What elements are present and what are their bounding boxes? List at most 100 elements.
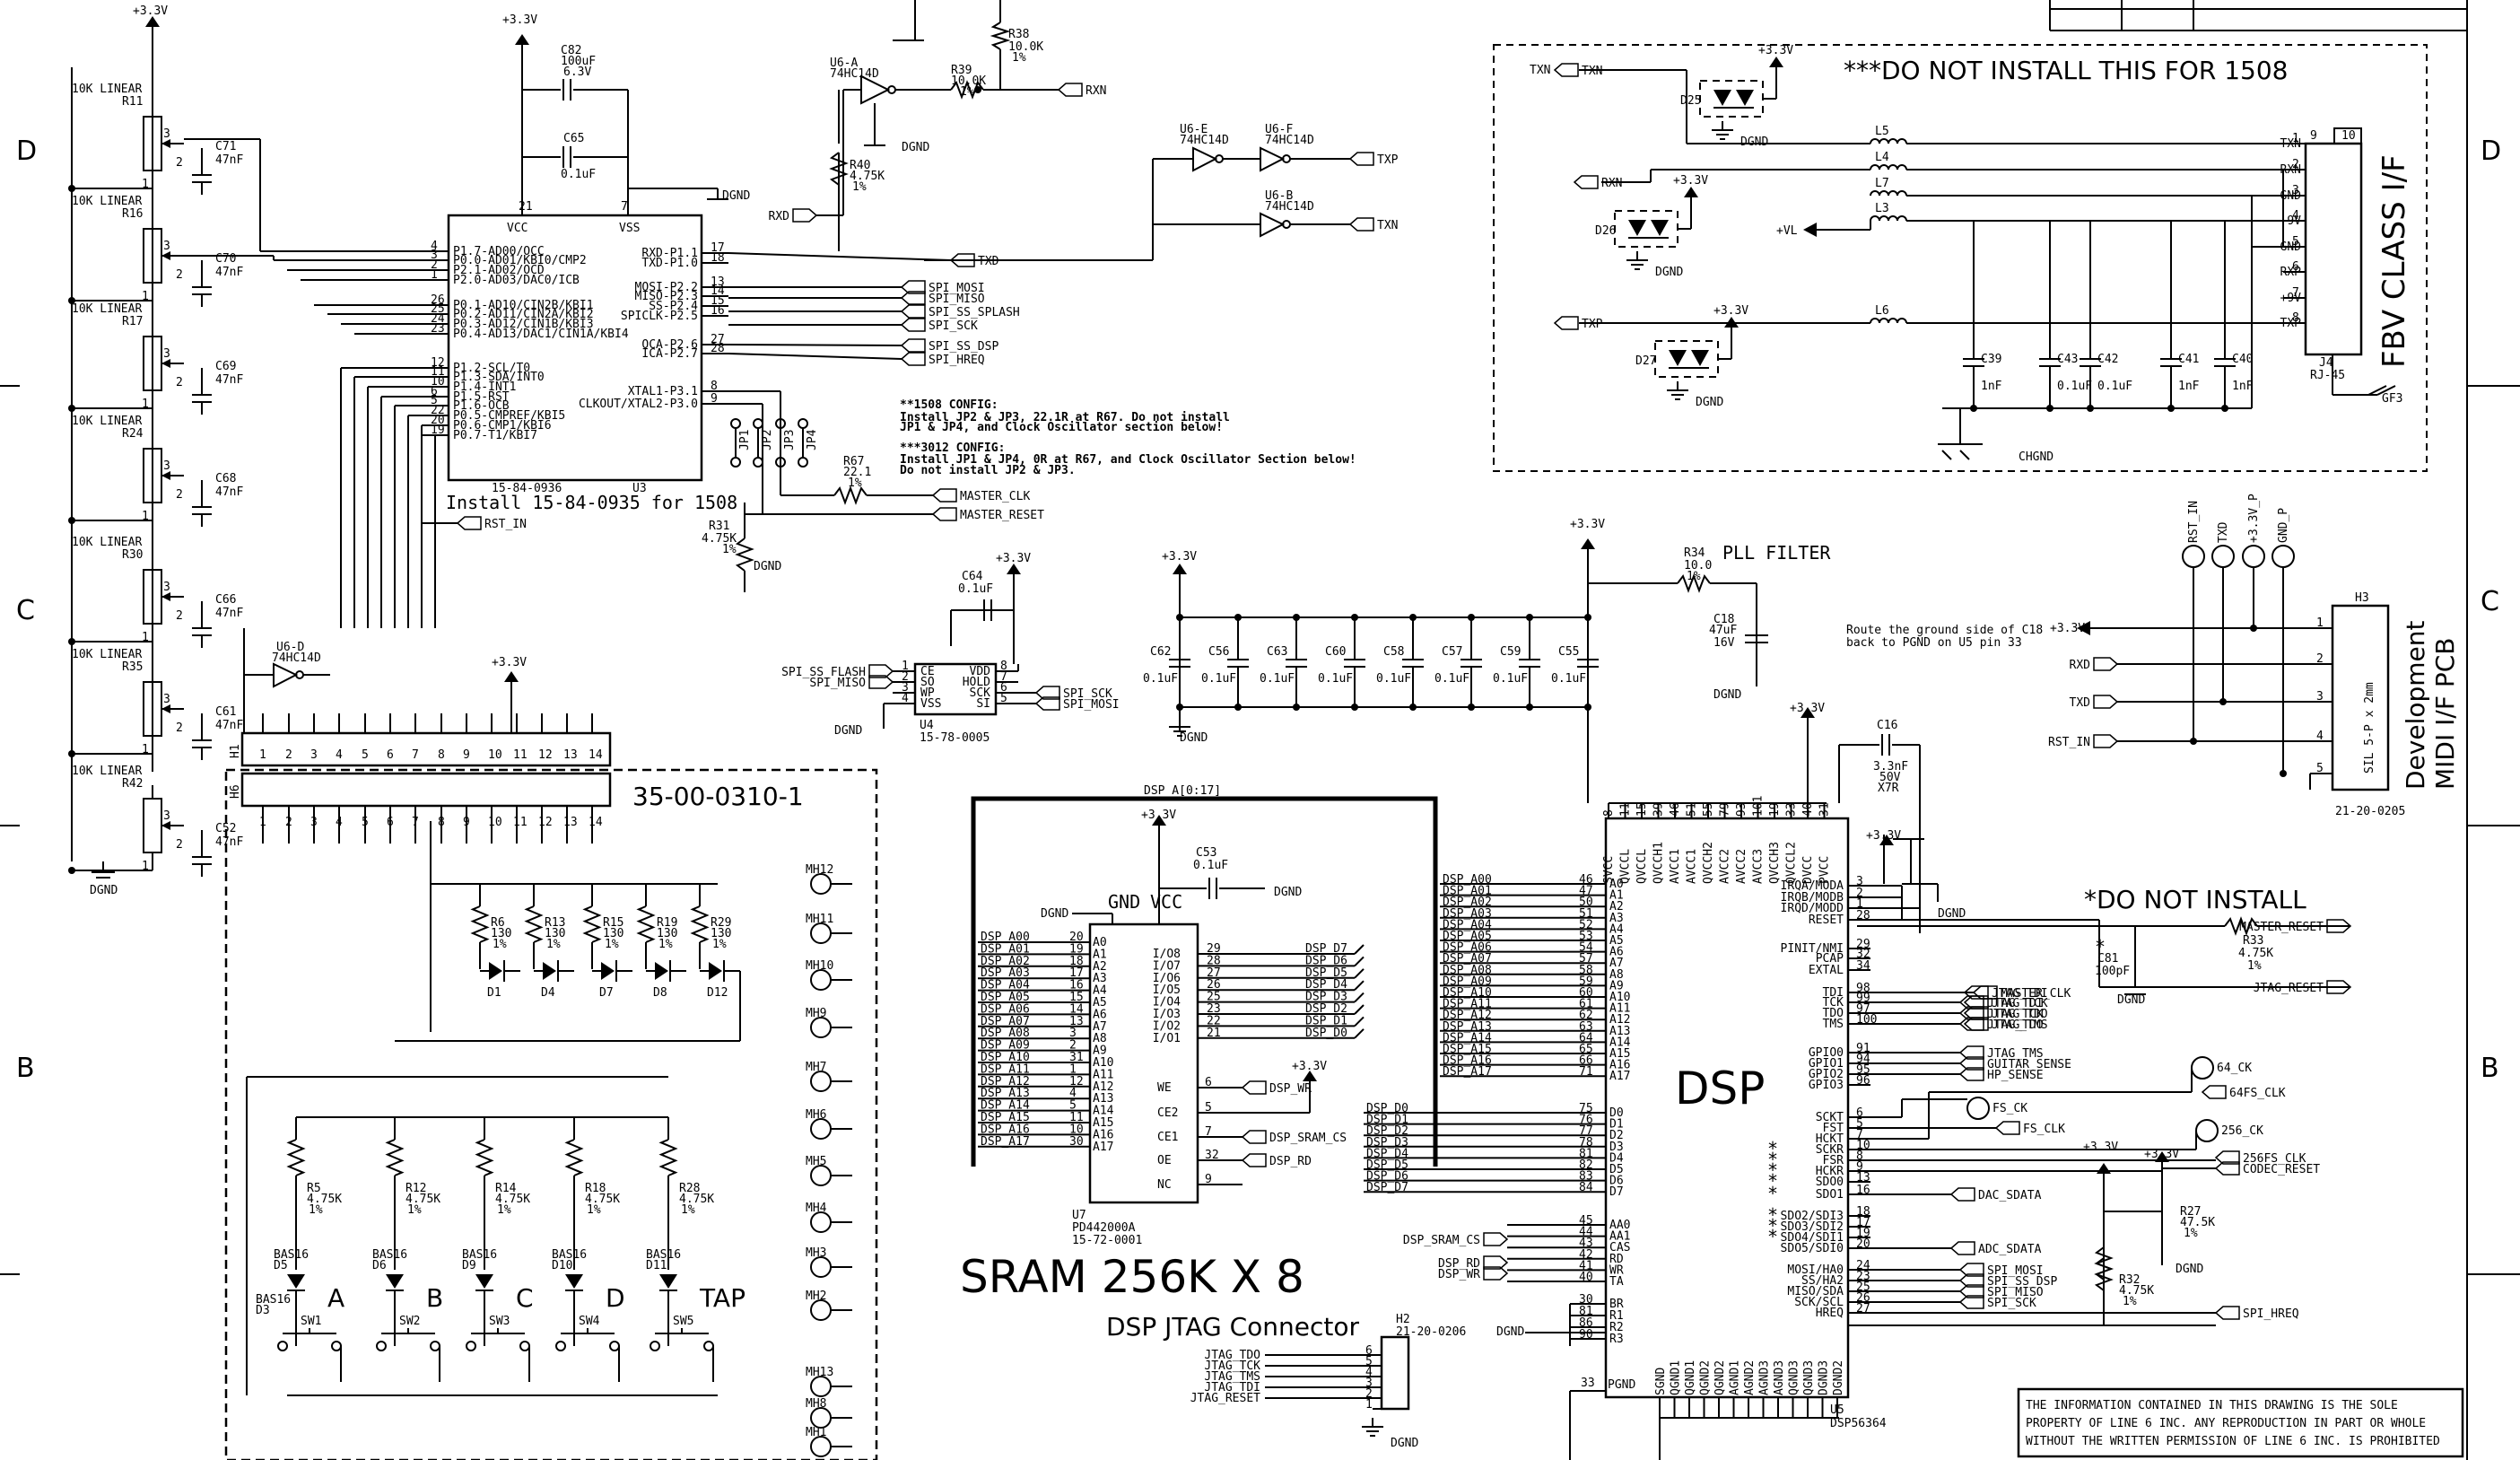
net-flag-icon: [1034, 696, 1060, 711]
wire: [1354, 1028, 1365, 1039]
power-label: +3.3V: [2083, 1141, 2118, 1154]
pin-label: I/O5: [1153, 984, 1181, 997]
pin-number: 1: [142, 631, 149, 644]
pin-label: A11: [1093, 1068, 1113, 1081]
dsp-u5-body: [1604, 817, 1850, 1399]
part-ref: C55: [1558, 645, 1579, 659]
pin-number: 5: [1000, 692, 1007, 705]
net-label: DSP_RD: [1438, 1257, 1480, 1271]
resistor-icon: [636, 905, 656, 943]
pin-number: 4: [902, 692, 909, 705]
pot-type: 10K LINEAR: [72, 195, 142, 208]
net-label: DSP_A15: [981, 1111, 1030, 1124]
ground-label: DGND: [902, 141, 929, 154]
inductor-icon: [1870, 164, 1907, 170]
pot-type: 10K LINEAR: [72, 83, 142, 96]
part-value: 4.75K: [495, 1193, 530, 1206]
asterisk-mark: *: [1767, 1215, 1778, 1237]
pin-label: A1: [1093, 948, 1107, 961]
notice-line: PROPERTY OF LINE 6 INC. ANY REPRODUCTION…: [2026, 1417, 2426, 1430]
inductor-icon: [1870, 190, 1907, 197]
net-label: DSP_A07: [981, 1015, 1030, 1028]
part-value: 21-20-0206: [1396, 1325, 1466, 1339]
junction-dot: [1293, 704, 1300, 711]
part-ref: C60: [1325, 645, 1346, 659]
pin-number: 3: [1365, 1377, 1373, 1390]
ground-label: DGND: [1274, 886, 1302, 899]
net-label: SPI_HREQ: [929, 354, 985, 367]
net-label: JTAG_TCK: [1987, 1008, 2044, 1021]
part-ref: C65: [563, 132, 584, 145]
pin-number: 101: [1752, 796, 1766, 817]
part-value: 3.3nF: [1873, 760, 1908, 774]
net-label: DSP_A11: [1443, 998, 1492, 1011]
part-value: 1nF: [1981, 380, 2002, 393]
pin-label: DGND3: [1818, 1360, 1831, 1395]
pin-number: 10: [431, 375, 445, 389]
net-label: SPI_MOSI: [929, 282, 985, 295]
part-value: 74HC14D: [1180, 134, 1229, 147]
wiper-arrow-icon: [161, 592, 170, 601]
pin-number: 53: [1579, 930, 1593, 943]
part-value: 0.1uF: [561, 168, 596, 181]
pin-label: QVCCL: [1635, 849, 1649, 884]
pin-label: SCK: [970, 686, 991, 700]
pin-label: A11: [1609, 1002, 1630, 1016]
part-value: 130: [711, 927, 731, 940]
pot-type: 10K LINEAR: [72, 302, 142, 316]
pin-label: TDI: [1823, 986, 1844, 1000]
power-arrow-icon: [1724, 317, 1739, 328]
part-ref: R19: [657, 916, 677, 930]
asterisk-mark: *: [1767, 1138, 1778, 1159]
mounting-hole-icon: [810, 873, 832, 895]
net-label: DSP_A03: [1443, 907, 1492, 921]
pin-number: 40: [1579, 1271, 1593, 1284]
power-arrow-icon: [1173, 564, 1187, 574]
pin-number: 2: [1365, 1387, 1373, 1401]
switch-contact-icon: [277, 1341, 288, 1351]
pin-number: 5: [1069, 1099, 1077, 1113]
part-value: 1%: [2123, 1295, 2137, 1308]
net-label: JTAG_TMS: [1204, 1370, 1260, 1384]
pin-number: 96: [1856, 1074, 1870, 1088]
jumper-pin-icon: [753, 418, 763, 429]
net-flag-icon: [1057, 83, 1083, 97]
net-label: DSP_D1: [1366, 1114, 1408, 1127]
resistor-icon: [470, 905, 490, 943]
pin-label: A5: [1093, 996, 1107, 1010]
pin-label: AVCC2: [1735, 849, 1748, 884]
pin-label: A14: [1093, 1105, 1114, 1118]
net-label: SPI_MISO: [1987, 1286, 2044, 1299]
part-value: 1%: [712, 938, 727, 951]
net-label: DSP_D3: [1366, 1136, 1408, 1150]
part-value: 1%: [493, 938, 507, 951]
net-flag-icon: [1963, 1017, 1989, 1031]
pin-label: P0.0-AD01/KBI0/CMP2: [453, 254, 587, 267]
pin-label: HOLD: [963, 676, 990, 689]
pin-label: P0.1-AD10/CIN2B/KBI1: [453, 299, 594, 312]
pin-number: 24: [1856, 1259, 1870, 1272]
pin-label: SI: [976, 697, 990, 711]
zone-label-left: D: [16, 136, 37, 167]
part-ref: R24: [122, 427, 144, 441]
pin-number: 5: [362, 748, 369, 762]
pin-number: 8: [711, 380, 718, 393]
pin-number: 19: [1768, 802, 1782, 817]
pin-number: 27: [1856, 1302, 1870, 1316]
pin-number: 8: [1602, 809, 1616, 817]
part-value: 1%: [605, 938, 619, 951]
pin-label: CLKOUT/XTAL2-P3.0: [579, 398, 698, 411]
part-ref: L6: [1875, 304, 1889, 318]
part-ref: C56: [1208, 645, 1229, 659]
wiper-arrow-icon: [161, 359, 170, 368]
power-label: +3.3V: [2050, 622, 2085, 635]
pin-label: MOSI/HA0: [1787, 1263, 1844, 1277]
pin-number: 55: [1702, 802, 1715, 817]
net-label: DSP_A13: [1443, 1020, 1492, 1034]
net-label: DSP_D7: [1305, 942, 1347, 956]
pin-label: BR: [1609, 1298, 1624, 1311]
pin-number: 62: [1579, 1009, 1593, 1022]
mounting-hole-icon: [810, 1436, 832, 1457]
pin-number: 11: [513, 748, 528, 762]
